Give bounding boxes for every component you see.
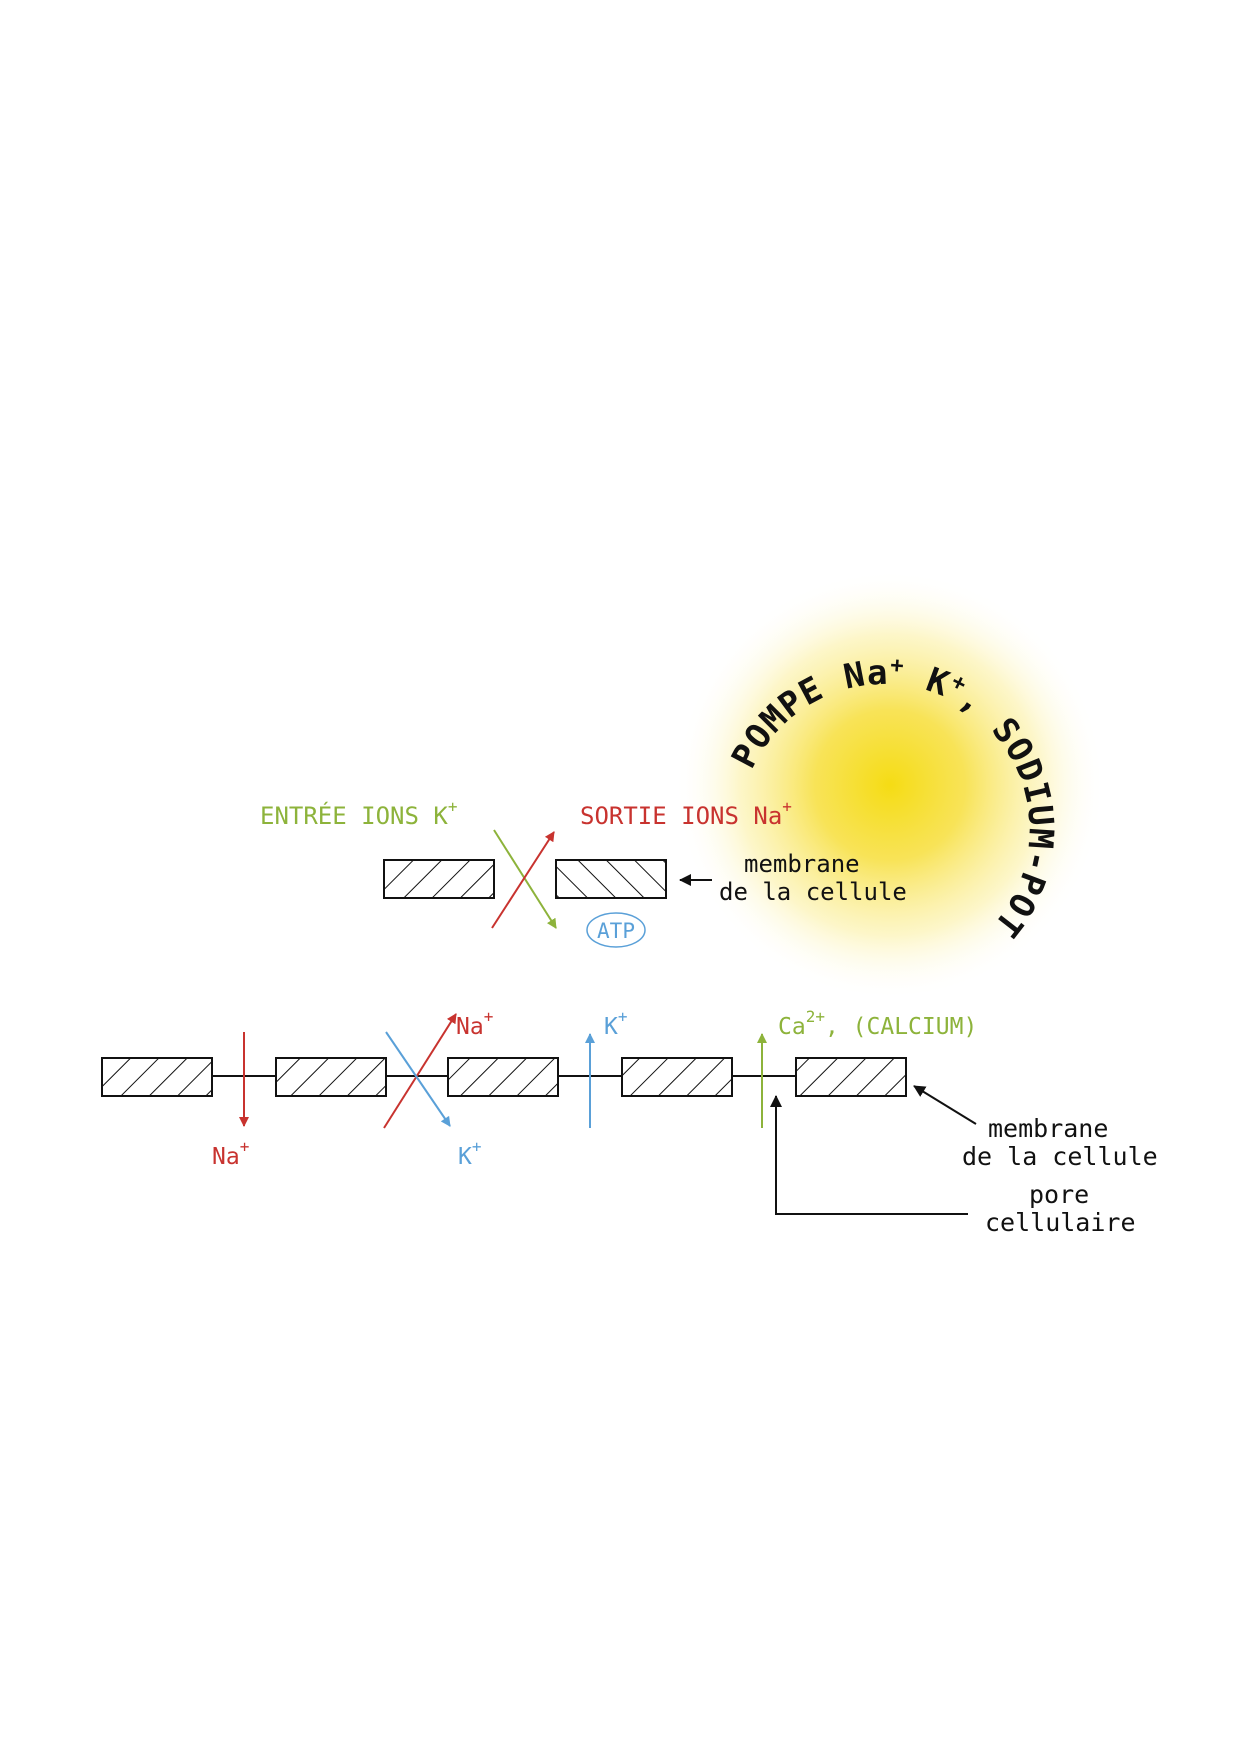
membrane-segment-3	[447, 1057, 559, 1097]
membrane-segment-5	[795, 1057, 907, 1097]
membrane-channels: Na+ Na+ K+ K+ Ca2+, (CALCIUM) membrane d…	[101, 1007, 1158, 1237]
membrane-label-bottom-line2: de la cellule	[962, 1142, 1158, 1171]
yellow-glow	[675, 570, 1105, 1000]
membrane-segment-1	[101, 1057, 213, 1097]
k-in-label: ENTRÉE IONS K+	[260, 797, 457, 830]
membrane-pointer-arrow-lower	[913, 1085, 977, 1125]
membrane-segment-2	[275, 1057, 387, 1097]
membrane-segment-4	[621, 1057, 733, 1097]
k-in-arrow	[493, 829, 557, 929]
membrane-label-bottom-line1: membrane	[988, 1114, 1108, 1143]
na-out-arrow	[491, 831, 555, 929]
ca-label: Ca2+, (CALCIUM)	[778, 1007, 977, 1040]
title-sup1: +	[889, 652, 905, 678]
pump-detail: ENTRÉE IONS K+ SORTIE IONS Na+ ATP membr…	[260, 797, 907, 948]
membrane-label-bottom: membrane de la cellule	[962, 1114, 1158, 1171]
pore-pointer-arrow	[770, 1095, 968, 1215]
atp-badge	[586, 912, 646, 948]
membrane-block-left	[383, 859, 495, 899]
na-top-label: Na+	[456, 1007, 493, 1040]
atp-label: ATP	[597, 919, 635, 943]
pore-label-line1: pore	[1029, 1180, 1089, 1209]
membrane-block-right	[555, 859, 667, 899]
pore-label-line2: cellulaire	[985, 1208, 1136, 1237]
k-in-cross-arrow	[385, 1031, 451, 1127]
membrane-label-top: membrane de la cellule	[719, 850, 907, 906]
pore-label: pore cellulaire	[985, 1180, 1136, 1237]
na-bottom-label: Na+	[212, 1137, 249, 1170]
membrane-label-top-line2: de la cellule	[719, 878, 907, 906]
k-top-label: K+	[604, 1007, 628, 1040]
na-out-cross-arrow	[383, 1013, 457, 1129]
na-out-label: SORTIE IONS Na+	[580, 797, 792, 830]
k-bottom-label: K+	[458, 1137, 482, 1170]
membrane-label-top-line1: membrane	[744, 850, 860, 878]
